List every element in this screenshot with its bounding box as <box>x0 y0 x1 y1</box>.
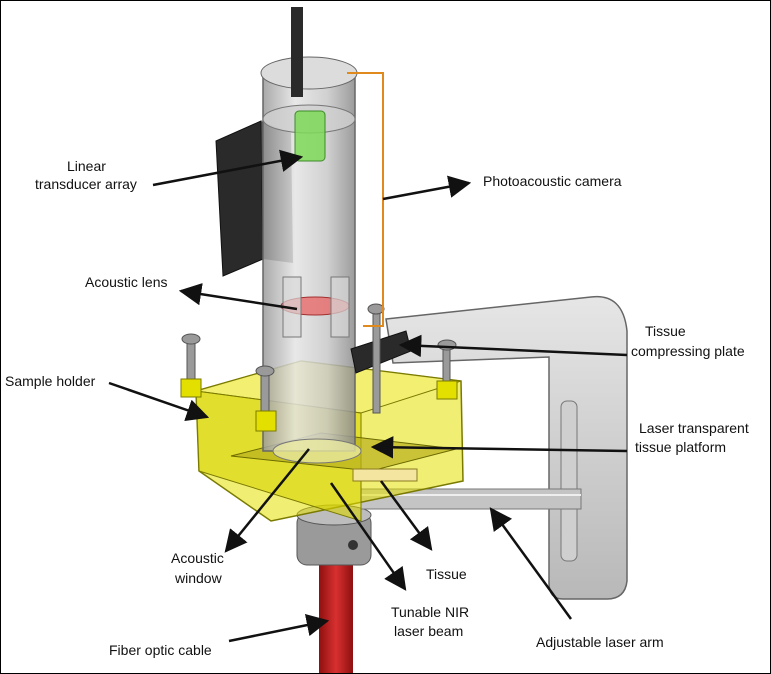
label-nir-beam-1: Tunable NIR <box>391 604 469 620</box>
transducer-tip <box>294 110 326 162</box>
label-laser-platform-1: Laser transparent <box>639 420 749 436</box>
label-laser-platform-2: tissue platform <box>635 439 726 455</box>
arrow-sample-holder <box>108 381 210 421</box>
arrow-acoustic-lens <box>178 282 298 311</box>
arrow-tissue <box>379 480 433 551</box>
tissue-sample <box>352 468 418 482</box>
arrow-acoustic-window <box>224 448 310 553</box>
label-laser-arm: Adjustable laser arm <box>536 634 664 650</box>
label-acoustic-window-2: window <box>174 570 223 586</box>
lens-clamp-right <box>330 276 350 338</box>
arrow-laser-arm <box>489 507 573 620</box>
label-nir-beam-2: laser beam <box>394 623 463 639</box>
label-linear-2: transducer array <box>35 176 137 192</box>
arrow-compressing-plate <box>398 334 628 358</box>
label-linear-1: Linear <box>67 158 106 174</box>
acoustic-window <box>272 438 362 464</box>
label-photoacoustic-camera: Photoacoustic camera <box>483 173 622 189</box>
label-sample-holder: Sample holder <box>5 373 96 389</box>
arrow-laser-platform <box>370 436 628 459</box>
collar-screw <box>348 540 358 550</box>
label-fiber-optic: Fiber optic cable <box>109 642 212 658</box>
label-acoustic-window-1: Acoustic <box>171 550 224 566</box>
compressing-plate <box>350 330 412 374</box>
screws <box>181 303 457 414</box>
arrow-nir-beam <box>329 482 407 591</box>
label-acoustic-lens: Acoustic lens <box>85 274 167 290</box>
transducer-rod <box>291 7 303 97</box>
arrow-fiber-optic <box>228 614 330 643</box>
label-tissue-plate-2: compressing plate <box>631 343 745 359</box>
arrows <box>108 149 628 643</box>
transducer-housing <box>215 120 264 277</box>
camera-bracket <box>347 72 384 327</box>
fiber-optic-cable <box>319 561 353 673</box>
arm-slot <box>560 400 578 562</box>
screw-nuts <box>180 378 458 432</box>
tube-top <box>260 56 358 90</box>
arrow-linear-transducer <box>152 149 304 187</box>
label-tissue: Tissue <box>426 566 467 582</box>
arrow-photoacoustic-camera <box>382 175 472 201</box>
label-tissue-plate-1: Tissue <box>645 323 686 339</box>
